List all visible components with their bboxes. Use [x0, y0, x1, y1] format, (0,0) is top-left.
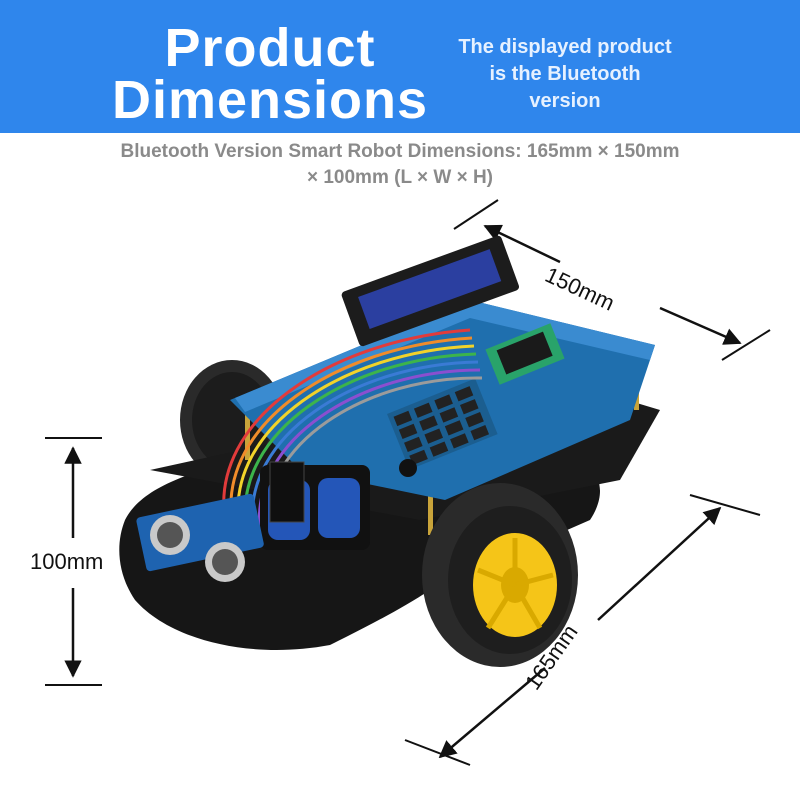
banner-title: Product Dimensions — [60, 18, 480, 130]
battery-pack — [260, 461, 370, 550]
banner-note-line3: version — [529, 90, 601, 112]
front-wheel — [422, 483, 578, 667]
ultrasonic-sensor — [136, 493, 264, 582]
length-dimension-line — [404, 494, 761, 766]
banner-title-line2: Dimensions — [111, 70, 429, 130]
subtitle-line1: Bluetooth Version Smart Robot Dimensions… — [120, 141, 680, 162]
banner-title-line1: Product — [164, 18, 376, 78]
banner-note-line2: is the Bluetooth — [489, 63, 641, 85]
height-dimension-line — [45, 437, 102, 686]
main-pcb-board — [230, 235, 655, 500]
header-banner: Product Dimensions The displayed product… — [0, 0, 800, 133]
banner-note: The displayed product is the Bluetooth v… — [420, 34, 710, 115]
subtitle-line2: × 100mm (L × W × H) — [306, 167, 494, 188]
banner-note-line1: The displayed product — [458, 36, 672, 58]
width-dimension-line — [453, 199, 771, 361]
dimensions-subtitle: Bluetooth Version Smart Robot Dimensions… — [40, 139, 760, 191]
height-dimension-label: 100mm — [30, 549, 104, 574]
